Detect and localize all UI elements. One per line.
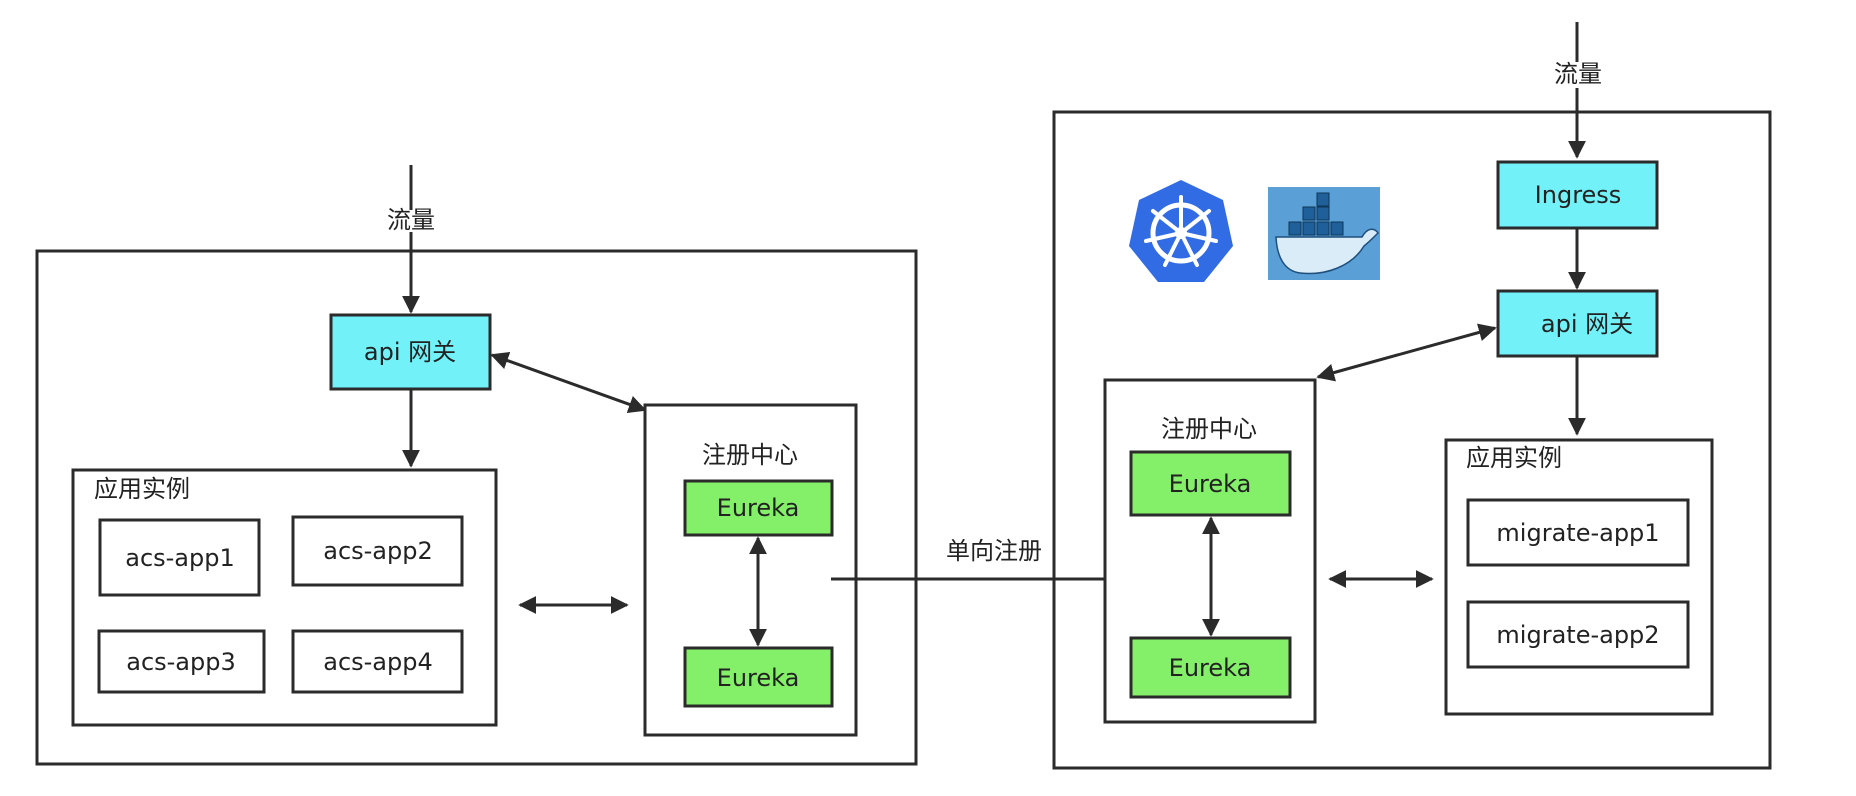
left-traffic-label: 流量 — [387, 206, 435, 234]
right-api-gateway — [1496, 289, 1659, 358]
left-registry-label: 注册中心 — [702, 441, 798, 469]
ingress-label: Ingress — [1535, 181, 1622, 209]
app-label: migrate-app1 — [1496, 519, 1659, 547]
left-api-gateway — [329, 313, 492, 391]
app-box — [1466, 600, 1690, 669]
app-label: acs-app1 — [125, 544, 235, 572]
app-label: migrate-app2 — [1496, 621, 1659, 649]
one-way-register-label: 单向注册 — [946, 537, 1042, 565]
app-label: acs-app4 — [323, 648, 433, 676]
app-box — [1466, 498, 1690, 567]
right-api-gateway-label: api 网关 — [1541, 310, 1633, 338]
docker-icon — [1268, 187, 1380, 280]
eureka-label: Eureka — [717, 494, 800, 522]
right-app-group-label: 应用实例 — [1466, 444, 1562, 472]
right-traffic-label: 流量 — [1554, 60, 1602, 88]
right-eureka-box — [1129, 450, 1292, 517]
right-gateway-registry-arrow — [1316, 323, 1497, 382]
left-app-group-label: 应用实例 — [94, 475, 190, 503]
right-cluster: 流量 — [1052, 22, 1772, 770]
eureka-label: Eureka — [1169, 654, 1252, 682]
eureka-label: Eureka — [1169, 470, 1252, 498]
eureka-label: Eureka — [717, 664, 800, 692]
app-label: acs-app3 — [126, 648, 236, 676]
right-registry-label: 注册中心 — [1161, 415, 1257, 443]
right-cluster-frame — [1052, 110, 1772, 770]
ingress-box — [1496, 160, 1659, 230]
left-cluster: 流量 api 网关 应用实例 acs-app1 acs-app2 acs-app… — [35, 165, 918, 766]
app-box — [97, 629, 266, 694]
left-eureka-box — [683, 479, 834, 537]
app-box — [98, 518, 261, 597]
right-eureka-box — [1129, 636, 1292, 699]
app-box — [291, 629, 464, 694]
left-gateway-registry-arrow — [490, 352, 647, 413]
left-cluster-frame — [35, 249, 918, 766]
app-label: acs-app2 — [323, 537, 433, 565]
left-eureka-box — [683, 646, 834, 708]
right-app-group — [1444, 438, 1714, 716]
left-api-gateway-label: api 网关 — [364, 338, 456, 366]
app-box — [291, 515, 464, 587]
kubernetes-icon — [1129, 180, 1233, 282]
